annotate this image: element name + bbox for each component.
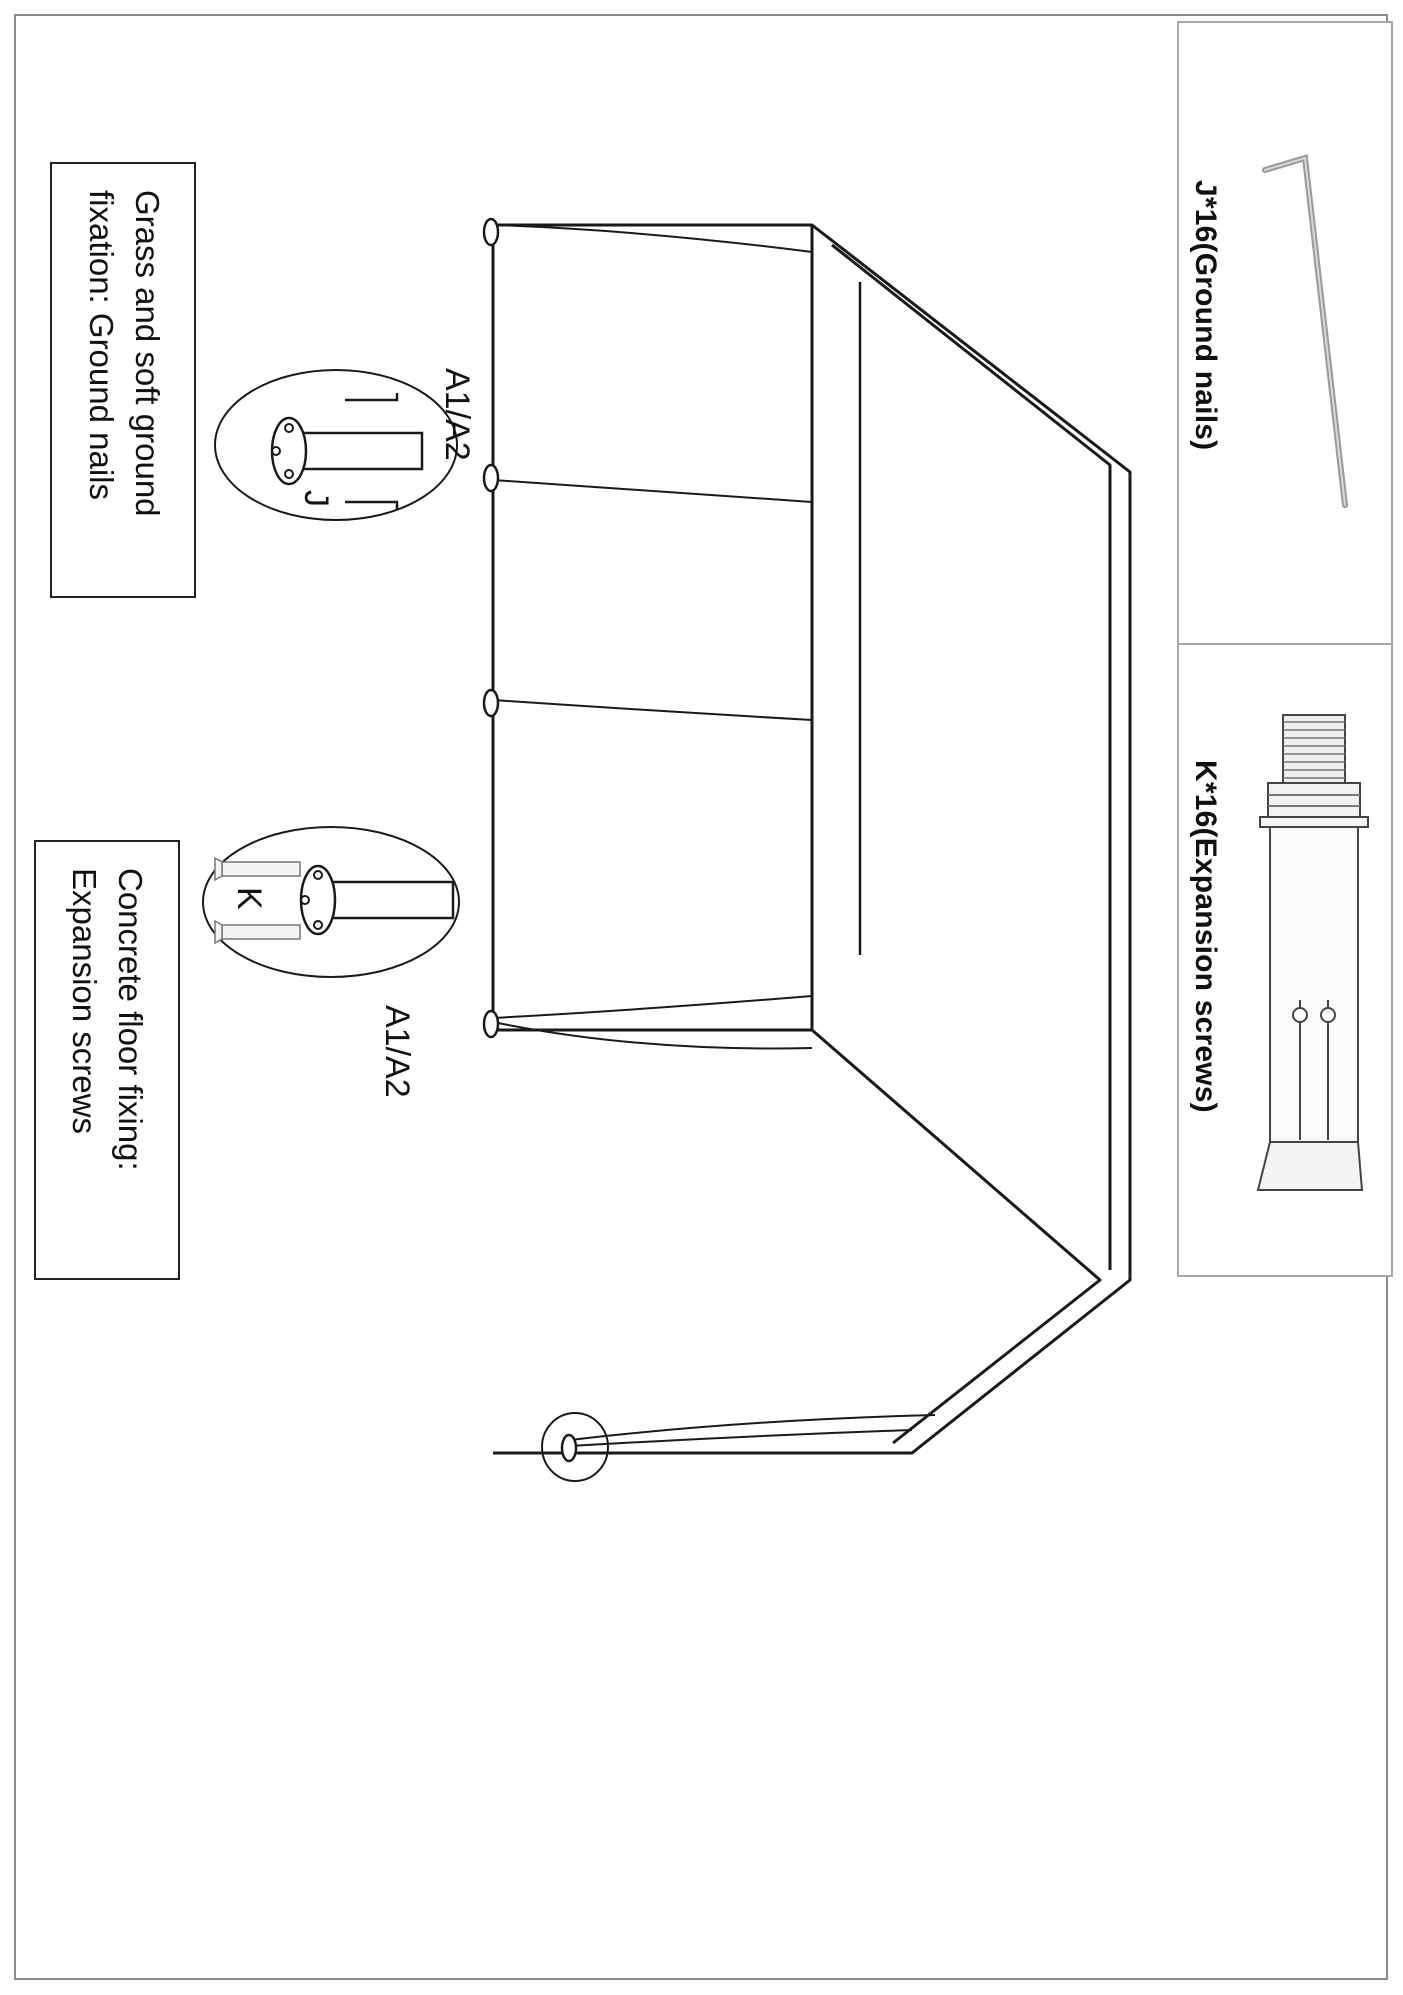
leg-feet xyxy=(482,217,578,1463)
screw-detail-letter: K xyxy=(230,887,268,910)
concrete-note-line-2: Expansion screws xyxy=(66,868,103,1134)
anchor-label-nail: A1/A2 xyxy=(438,368,476,461)
grass-note-line-2: fixation: Ground nails xyxy=(83,190,120,501)
anchor-label-screw: A1/A2 xyxy=(378,1005,416,1098)
nail-detail-letter: J xyxy=(297,490,335,507)
ground-nail-icon xyxy=(1262,154,1348,508)
concrete-note: Concrete floor fixing: Expansion screws xyxy=(61,868,153,1171)
foot-highlight xyxy=(541,1412,609,1482)
expansion-screw-callout xyxy=(202,826,460,978)
concrete-note-box xyxy=(34,840,180,1280)
ground-nail-callout xyxy=(214,369,458,521)
parts-divider xyxy=(1179,643,1391,645)
canopy-frame xyxy=(491,223,1132,1455)
grass-note-box xyxy=(50,162,196,598)
expansion-screw-icon xyxy=(1256,714,1369,1191)
grass-note: Grass and soft ground fixation: Ground n… xyxy=(78,190,170,517)
concrete-note-line-1: Concrete floor fixing: xyxy=(112,868,149,1171)
grass-note-line-1: Grass and soft ground xyxy=(129,190,166,517)
